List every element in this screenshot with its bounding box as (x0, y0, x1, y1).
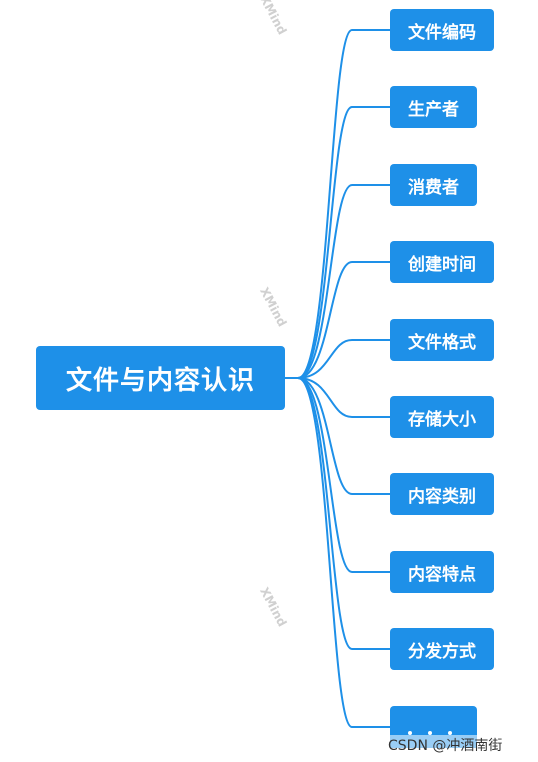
ellipsis-dot-icon (448, 731, 452, 735)
branch-topic-8[interactable]: 内容特点 (390, 551, 494, 593)
connector-branch-5 (284, 339, 391, 379)
root-topic-label: 文件与内容认识 (65, 365, 255, 396)
branch-topic-label: 消费者 (408, 177, 459, 198)
branch-topic-label: 文件格式 (408, 332, 476, 353)
connector-branch-7 (284, 377, 391, 495)
branch-topic-4[interactable]: 创建时间 (390, 241, 494, 283)
branch-topic-label: 内容类别 (408, 486, 476, 507)
connector-branch-4 (284, 261, 391, 379)
connector-branch-9 (284, 377, 391, 650)
branch-topic-1[interactable]: 文件编码 (390, 9, 494, 51)
branch-topic-label: 内容特点 (408, 564, 476, 585)
branch-topic-9[interactable]: 分发方式 (390, 628, 494, 670)
branch-topic-label: 分发方式 (408, 641, 476, 662)
ellipsis-dot-icon (408, 731, 412, 735)
connector-branch-2 (284, 106, 391, 379)
connector-branch-more (284, 377, 391, 728)
branch-topic-7[interactable]: 内容类别 (390, 473, 494, 515)
root-topic[interactable]: 文件与内容认识 (36, 346, 285, 410)
branch-topic-3[interactable]: 消费者 (390, 164, 477, 206)
connector-branch-1 (284, 29, 391, 379)
branch-topic-2[interactable]: 生产者 (390, 86, 477, 128)
branch-topic-label: 存储大小 (408, 409, 476, 430)
ellipsis-dot-icon (428, 731, 432, 735)
branch-topic-label: 文件编码 (408, 22, 476, 43)
connector-branch-3 (284, 184, 391, 379)
credit-watermark: CSDN @冲酒南街 (386, 735, 505, 755)
branch-topic-6[interactable]: 存储大小 (390, 396, 494, 438)
branch-topic-label: 创建时间 (408, 254, 476, 275)
connector-branch-6 (284, 377, 391, 418)
branch-topic-label: 生产者 (408, 99, 459, 120)
branch-topic-5[interactable]: 文件格式 (390, 319, 494, 361)
